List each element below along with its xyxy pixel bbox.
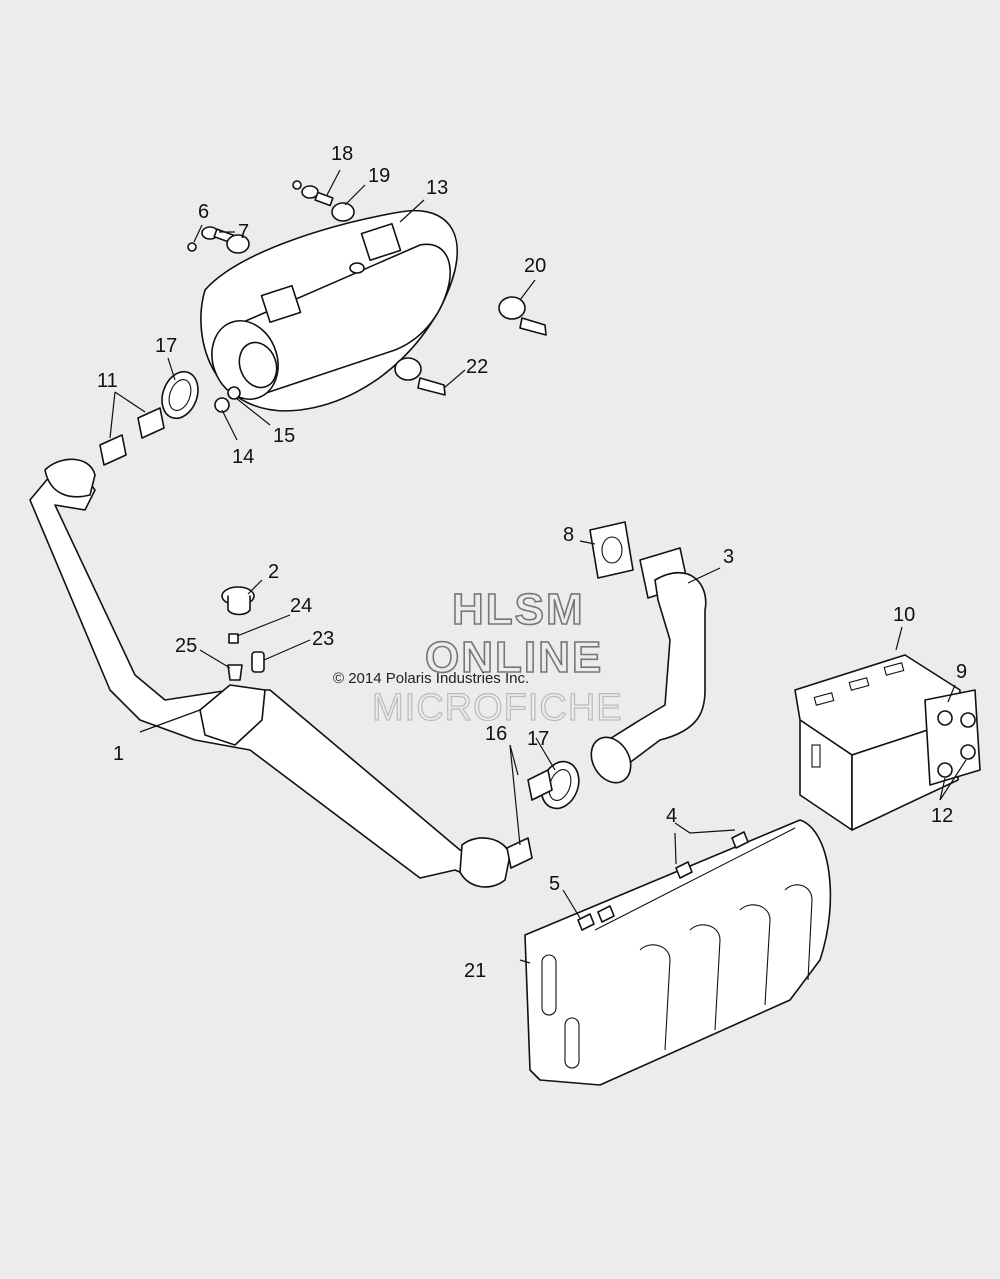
upper-seal-and-springs [99, 370, 199, 466]
callout-18: 18 [331, 143, 353, 165]
ring-14 [214, 397, 230, 413]
small-parts-2-23-24-25 [221, 586, 265, 681]
callout-17-upper: 17 [155, 335, 177, 357]
muffler-body [224, 243, 451, 396]
callout-21: 21 [464, 960, 486, 982]
bolt-20 [519, 317, 547, 336]
spacer-23 [251, 651, 265, 673]
callout-2: 2 [268, 561, 279, 583]
callout-23: 23 [312, 628, 334, 650]
spring-16a [527, 769, 553, 801]
head-pipe-outlet-flange [459, 837, 511, 888]
muffler-bracket-right [360, 222, 402, 262]
muffler-assembly [200, 209, 458, 412]
callout-8: 8 [563, 524, 574, 546]
watermark-line-2: ONLINE [425, 633, 603, 682]
head-pipe-body [29, 469, 481, 881]
callout-7: 7 [238, 221, 249, 243]
callout-3: 3 [723, 546, 734, 568]
seal-17-upper [161, 370, 199, 420]
watermark-line-3: MICROFICHE [372, 687, 623, 729]
grommet-22 [394, 357, 422, 381]
callout-13: 13 [426, 177, 448, 199]
callout-6: 6 [198, 201, 209, 223]
bumper-2-body [227, 595, 251, 616]
heat-shield-21 [524, 819, 832, 1086]
watermark-line-1: HLSM [452, 585, 585, 634]
screw-4b [731, 831, 749, 849]
head-pipe-1 [29, 458, 511, 888]
nut-6 [187, 242, 197, 252]
callout-22: 22 [466, 356, 488, 378]
bushing-25 [227, 664, 243, 681]
callout-10: 10 [893, 604, 915, 626]
callout-4: 4 [666, 805, 677, 827]
grommet-19 [331, 202, 355, 222]
screw-5b [597, 905, 615, 923]
muffler-outlet [238, 341, 278, 389]
gasket-8 [589, 521, 634, 579]
nut-12c [960, 744, 976, 760]
pipe-3-assembly [589, 521, 707, 784]
pipe-3-outlet [590, 736, 632, 784]
callout-5: 5 [549, 873, 560, 895]
screw-5a [577, 913, 595, 931]
copyright-text: © 2014 Polaris Industries Inc. [333, 670, 529, 687]
watermark: HLSM ONLINE MICROFICHE [371, 584, 623, 729]
ring-15 [227, 386, 241, 400]
nut-12b [937, 762, 953, 778]
bolt-18 [314, 191, 334, 207]
screw-4a [675, 861, 693, 879]
leader-lines [109, 169, 967, 964]
head-pipe-inlet-flange [44, 458, 96, 498]
muffler-boss [349, 262, 365, 274]
nut-24 [228, 633, 239, 644]
nut-12d [960, 712, 976, 728]
callout-9: 9 [956, 661, 967, 683]
shield-10-assembly [794, 654, 981, 831]
heat-shield-body [524, 819, 832, 1086]
callout-24: 24 [290, 595, 312, 617]
callout-20: 20 [524, 255, 546, 277]
callout-15: 15 [273, 425, 295, 447]
callout-17-lower: 17 [527, 728, 549, 750]
spring-11b [99, 434, 127, 466]
lower-seal-and-springs [506, 760, 580, 869]
muffler-bracket-left [260, 284, 302, 324]
callout-labels: 1 2 3 4 5 6 7 8 9 10 11 12 13 14 15 16 1… [97, 143, 967, 982]
spring-16b [506, 837, 533, 869]
callout-14: 14 [232, 446, 254, 468]
head-pipe-bracket [199, 684, 266, 746]
grommet-7 [226, 234, 250, 254]
nut-18 [292, 180, 302, 190]
spring-11a [137, 407, 165, 439]
grommet-20 [498, 296, 526, 320]
callout-25: 25 [175, 635, 197, 657]
callout-16: 16 [485, 723, 507, 745]
nut-12a [937, 710, 953, 726]
callout-12: 12 [931, 805, 953, 827]
callout-11: 11 [97, 370, 118, 392]
callout-1: 1 [113, 743, 124, 765]
washer-18 [301, 185, 319, 199]
callout-19: 19 [368, 165, 390, 187]
bolt-22 [417, 377, 446, 396]
